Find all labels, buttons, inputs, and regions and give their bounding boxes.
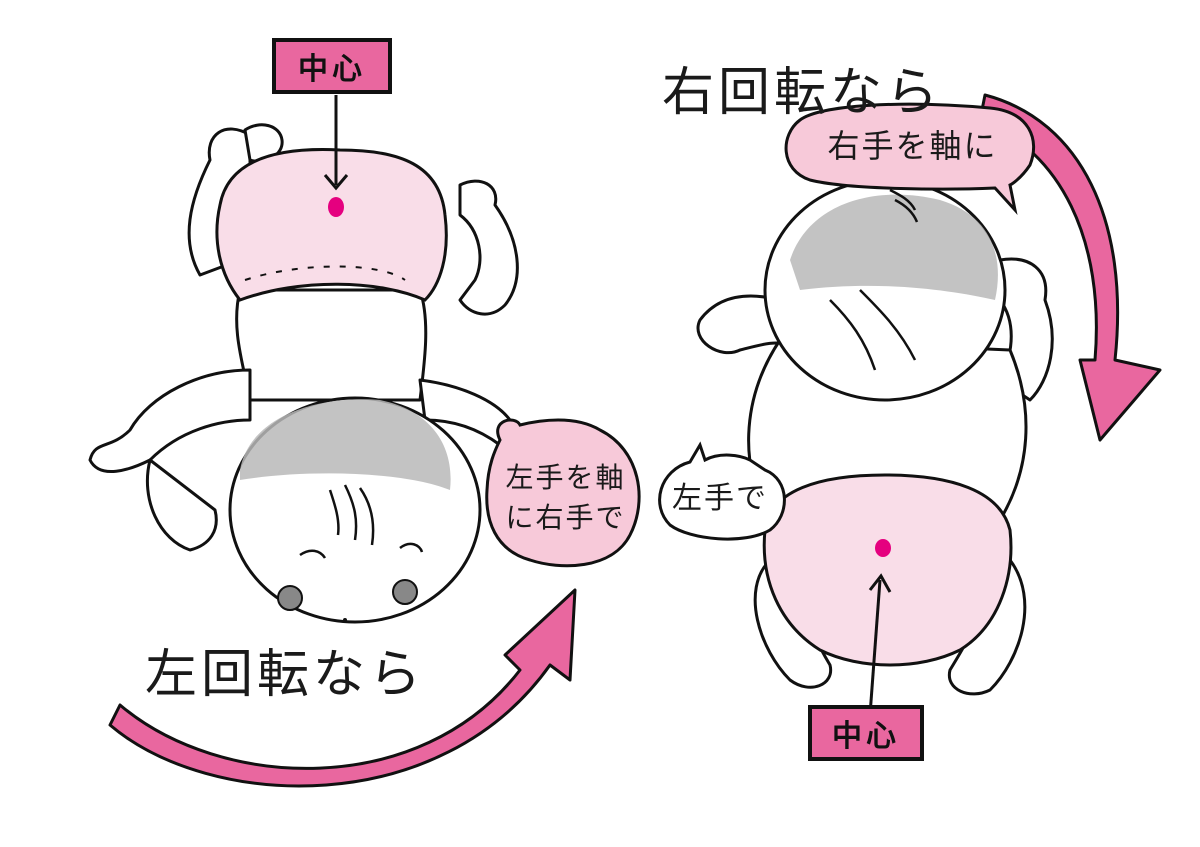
- right-speech-bubble-top: [784, 102, 1036, 216]
- left-center-dot: [328, 197, 344, 217]
- left-diaper: [215, 148, 448, 302]
- right-speech-bubble-side: [658, 441, 786, 541]
- left-rotation-title: 左回転なら: [145, 645, 426, 705]
- right-rotation-title: 右回転なら: [662, 63, 943, 123]
- right-diaper: [762, 473, 1013, 667]
- left-center-tag-label: 中心: [298, 52, 366, 87]
- right-center-dot: [875, 539, 891, 557]
- left-speech-text: 左手を軸 に右手で: [488, 440, 643, 555]
- left-hair: [240, 399, 451, 490]
- left-center-tag: 中心: [272, 38, 392, 94]
- left-speech-line-2: に右手で: [505, 500, 626, 534]
- right-speech-side-text: 左手で: [672, 481, 768, 516]
- right-speech-top-text: 右手を軸に: [827, 127, 998, 165]
- left-rotation-arrow: [108, 588, 577, 788]
- right-center-pointer: [868, 579, 882, 716]
- left-speech-bubble: [485, 418, 641, 568]
- right-rotation-arrow: [978, 93, 1162, 442]
- left-speech-line-1: 左手を軸: [505, 460, 626, 494]
- right-hair: [790, 194, 998, 300]
- left-eye: [277, 585, 303, 611]
- right-center-tag-label: 中心: [832, 719, 900, 754]
- right-eye: [392, 579, 418, 605]
- right-center-tag: 中心: [808, 705, 924, 761]
